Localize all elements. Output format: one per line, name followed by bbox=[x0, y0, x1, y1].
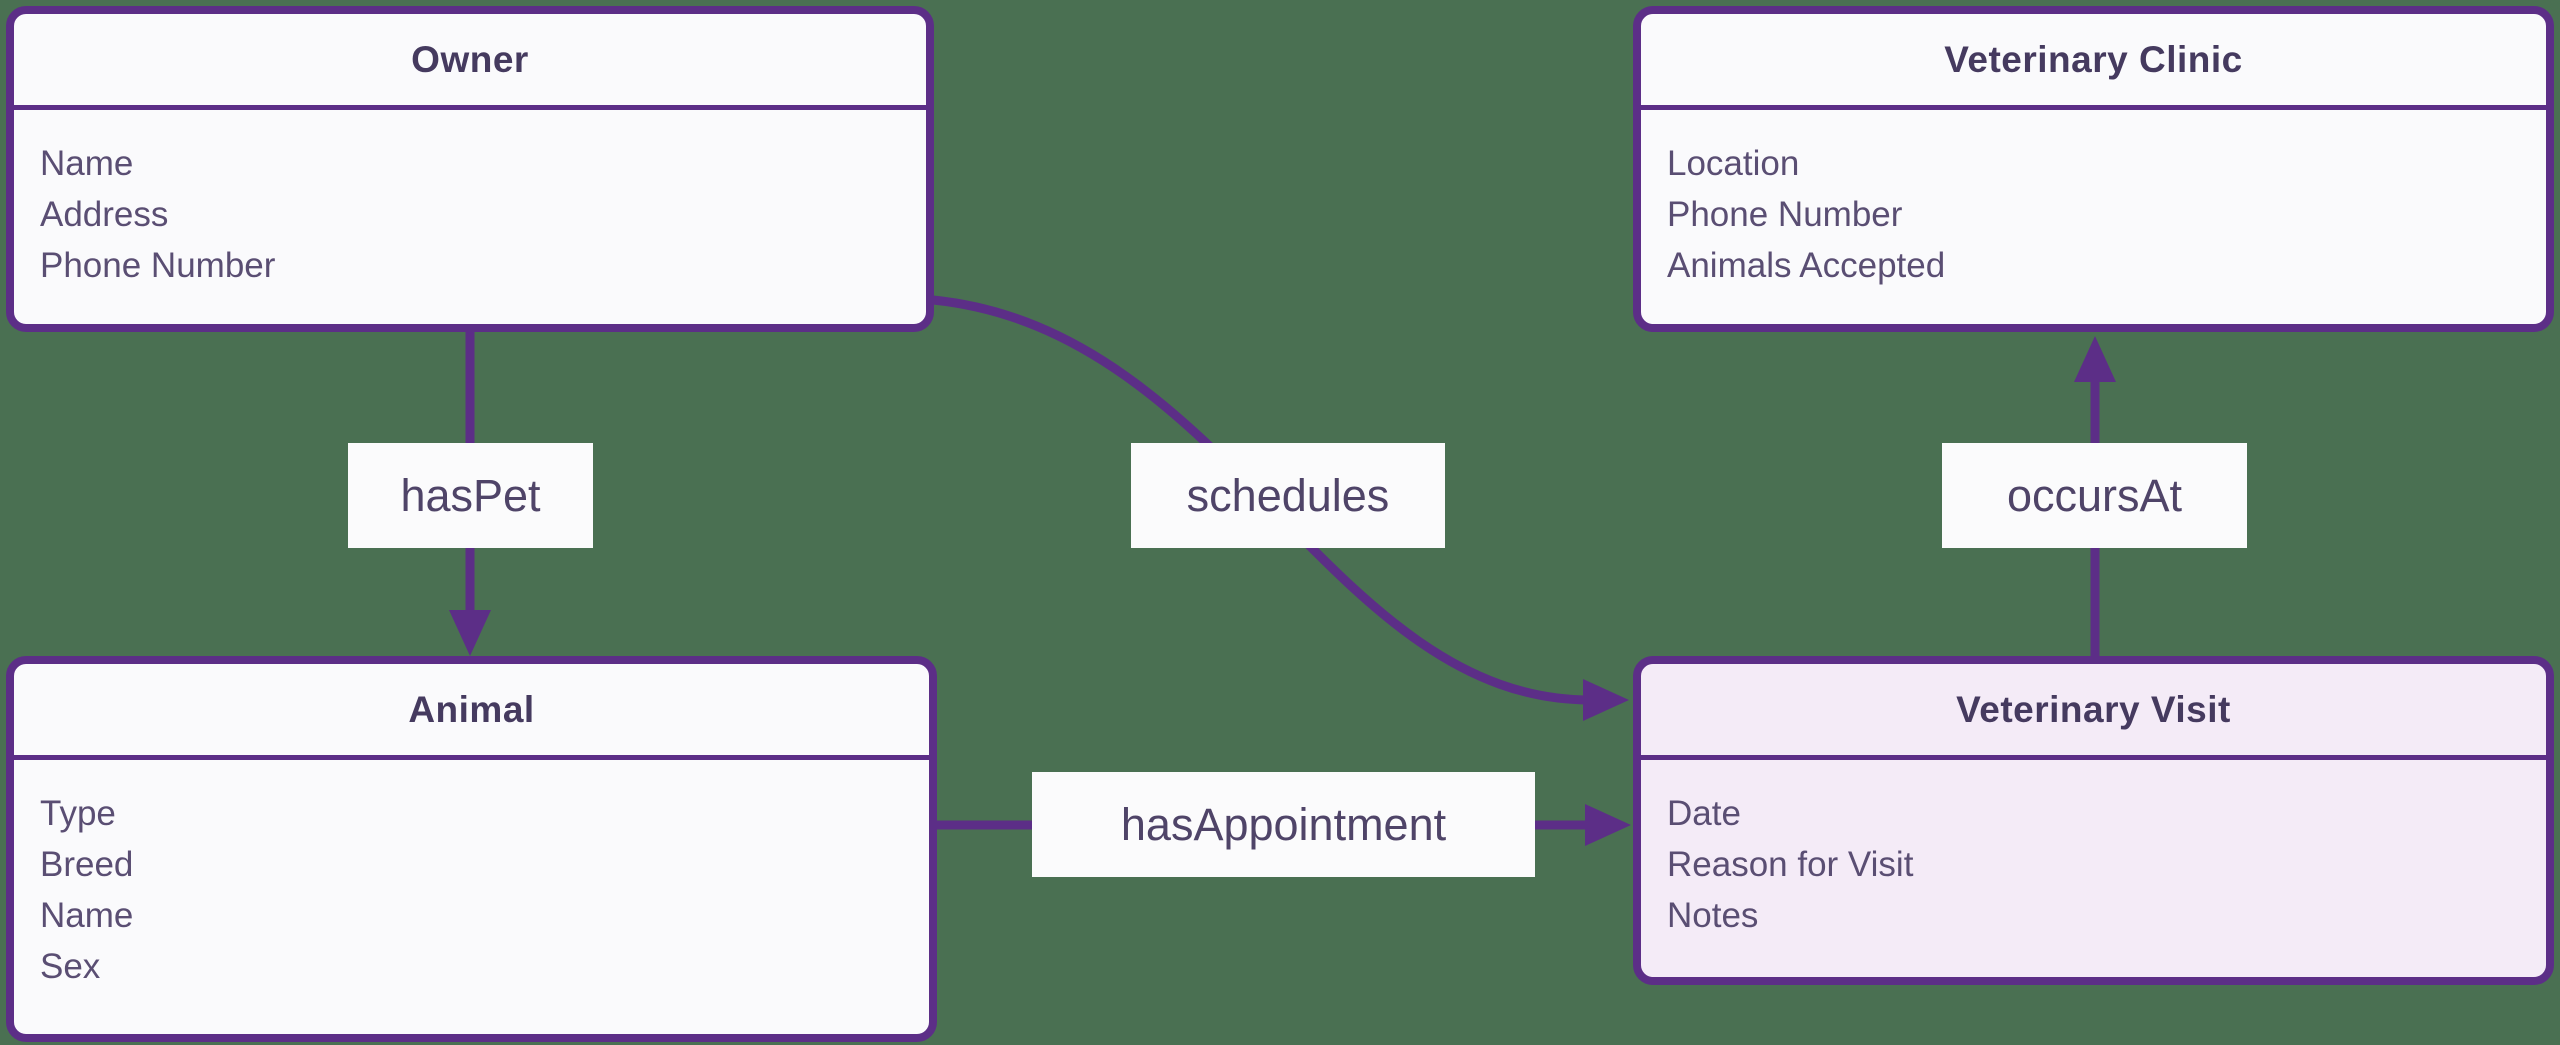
entity-header: Veterinary Visit bbox=[1641, 664, 2546, 760]
entity-attribute-list: Date Reason for Visit Notes bbox=[1641, 760, 2546, 941]
entity-attribute: Phone Number bbox=[1667, 195, 1903, 234]
entity-attribute: Date bbox=[1667, 794, 1741, 833]
entity-attribute: Location bbox=[1667, 144, 1800, 183]
entity-attribute: Phone Number bbox=[40, 246, 276, 285]
entity-attribute-list: Location Phone Number Animals Accepted bbox=[1641, 110, 2546, 291]
entity-veterinary-clinic[interactable]: Veterinary Clinic Location Phone Number … bbox=[1633, 6, 2554, 332]
relationship-label-text: hasPet bbox=[400, 469, 541, 521]
entity-attribute: Name bbox=[40, 144, 134, 183]
entity-owner[interactable]: Owner Name Address Phone Number bbox=[6, 6, 934, 332]
entity-attribute: Name bbox=[40, 896, 134, 935]
relationship-label-occursat[interactable]: occursAt bbox=[1942, 443, 2247, 548]
entity-attribute: Animals Accepted bbox=[1667, 246, 1946, 285]
haspet-arrowhead-icon bbox=[449, 610, 491, 656]
relationship-label-hasappointment[interactable]: hasAppointment bbox=[1032, 772, 1535, 877]
relationship-label-haspet[interactable]: hasPet bbox=[348, 443, 593, 548]
relationship-label-text: schedules bbox=[1186, 469, 1390, 521]
entity-header: Veterinary Clinic bbox=[1641, 14, 2546, 110]
entity-attribute-list: Name Address Phone Number bbox=[14, 110, 926, 291]
entity-title: Veterinary Visit bbox=[1956, 688, 2231, 730]
entity-header: Owner bbox=[14, 14, 926, 110]
relationship-label-schedules[interactable]: schedules bbox=[1131, 443, 1445, 548]
entity-animal[interactable]: Animal Type Breed Name Sex bbox=[6, 656, 937, 1042]
entity-header: Animal bbox=[14, 664, 929, 760]
entity-title: Owner bbox=[411, 38, 529, 80]
entity-attribute: Breed bbox=[40, 845, 134, 884]
relationship-label-text: occursAt bbox=[2006, 469, 2183, 521]
entity-attribute: Address bbox=[40, 195, 169, 234]
entity-attribute: Reason for Visit bbox=[1667, 845, 1914, 884]
relationship-label-text: hasAppointment bbox=[1120, 798, 1447, 850]
entity-attribute: Notes bbox=[1667, 896, 1759, 935]
entity-veterinary-visit[interactable]: Veterinary Visit Date Reason for Visit N… bbox=[1633, 656, 2554, 985]
entity-attribute: Type bbox=[40, 794, 116, 833]
hasappointment-arrowhead-icon bbox=[1585, 804, 1631, 846]
entity-title: Animal bbox=[408, 688, 535, 730]
schedules-arrowhead-icon bbox=[1583, 679, 1629, 721]
entity-title: Veterinary Clinic bbox=[1944, 38, 2243, 80]
entity-attribute-list: Type Breed Name Sex bbox=[14, 760, 929, 992]
entity-attribute: Sex bbox=[40, 947, 101, 986]
occursat-arrowhead-icon bbox=[2074, 336, 2116, 382]
